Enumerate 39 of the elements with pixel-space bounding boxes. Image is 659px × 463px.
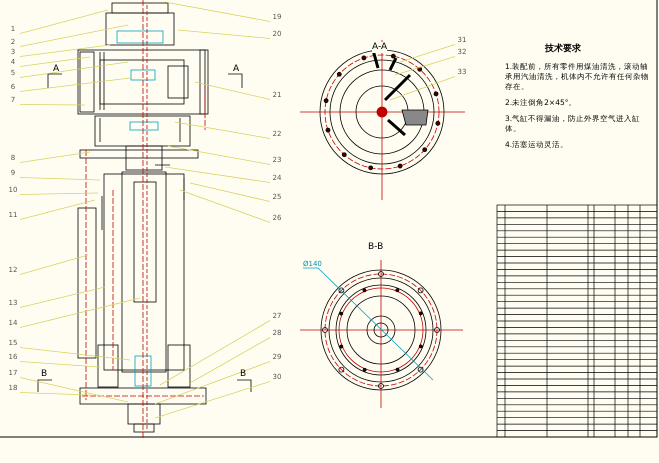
view-title: A-A bbox=[372, 42, 388, 53]
leader-line bbox=[390, 76, 456, 100]
leader-line bbox=[20, 347, 130, 360]
leader-line bbox=[20, 44, 110, 57]
leader-line bbox=[20, 377, 128, 402]
leader-line bbox=[20, 361, 100, 368]
leader-line bbox=[160, 320, 270, 386]
leader-line bbox=[20, 62, 128, 78]
leader-line bbox=[20, 286, 106, 308]
leader-line bbox=[20, 56, 90, 67]
leader-line bbox=[400, 44, 456, 62]
heading: 技术要求 bbox=[545, 44, 581, 55]
leader-line bbox=[20, 78, 130, 92]
leader-line bbox=[174, 122, 270, 139]
leader-line bbox=[190, 182, 270, 202]
section-letter: B bbox=[240, 369, 246, 380]
leader-line bbox=[190, 337, 270, 384]
leader-line bbox=[20, 10, 108, 34]
leader-line bbox=[20, 104, 86, 106]
leader-line bbox=[20, 298, 140, 328]
leader-line bbox=[20, 192, 98, 195]
leader-line bbox=[168, 146, 270, 165]
leader-line bbox=[154, 381, 270, 418]
leader-line bbox=[20, 177, 100, 180]
leader-line bbox=[20, 24, 128, 47]
leader-line bbox=[194, 82, 270, 100]
section-letter: A bbox=[233, 64, 240, 75]
section-letter: B bbox=[41, 369, 48, 380]
leader-line bbox=[164, 2, 270, 22]
leader-line bbox=[20, 200, 96, 220]
leader-line bbox=[180, 190, 270, 223]
leader-line bbox=[164, 166, 270, 183]
leader-line bbox=[154, 361, 270, 404]
leader-line bbox=[178, 30, 270, 39]
leader-line bbox=[20, 392, 90, 396]
leader-line bbox=[20, 152, 90, 163]
section-letter: A bbox=[53, 64, 60, 75]
leader-line bbox=[394, 56, 456, 76]
leader-line bbox=[20, 254, 88, 275]
